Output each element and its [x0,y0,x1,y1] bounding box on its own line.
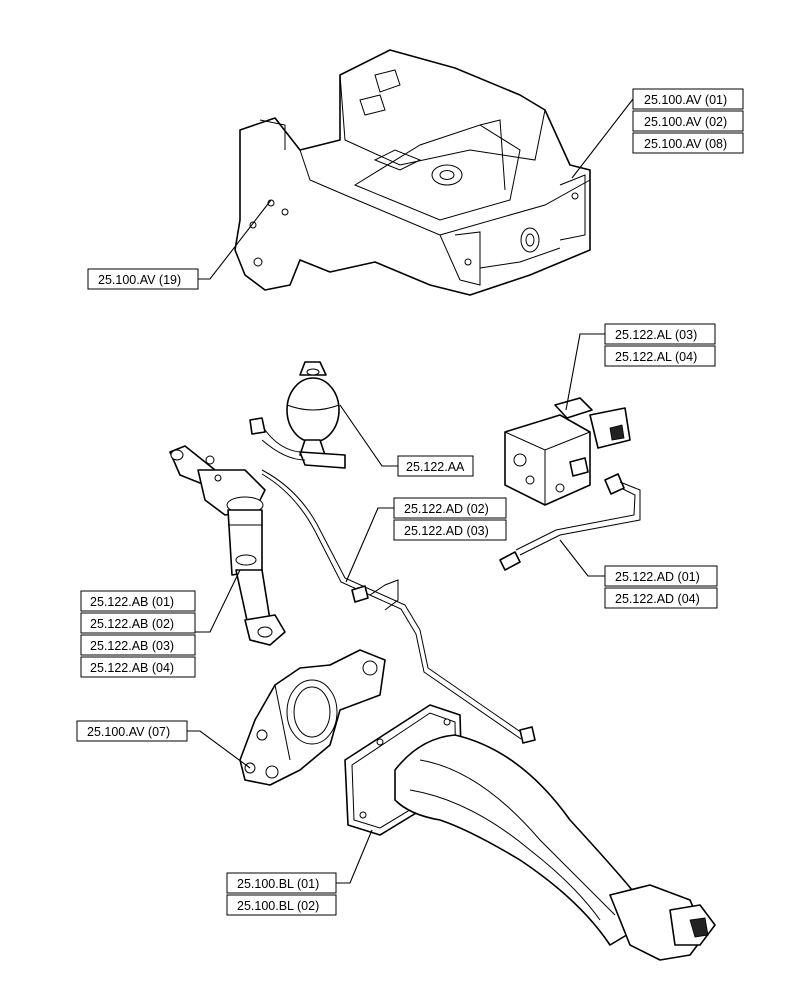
callout-bracket: 25.100.AV (07) [76,720,188,742]
callout-text: 25.122.AB (04) [90,661,174,675]
callout-valve-group: 25.122.AL (03) 25.122.AL (04) [604,323,716,367]
callout-text: 25.100.AV (07) [87,725,170,739]
leader-lines [187,98,634,884]
mounting-bracket [239,649,386,786]
callout-text: 25.100.AV (01) [644,93,727,107]
callout-top-frame-group: 25.100.AV (01) 25.100.AV (02) 25.100.AV … [632,88,744,154]
callout-top-frame-left: 25.100.AV (19) [87,268,199,290]
callout-text: 25.122.AB (01) [90,595,174,609]
callout-text: 25.122.AL (03) [615,328,697,342]
suspension-cylinder [169,445,286,646]
callout-text: 25.122.AD (02) [404,502,489,516]
callout-pipe-upper-group: 25.122.AD (02) 25.122.AD (03) [393,497,507,541]
callout-accumulator: 25.122.AA [397,455,474,477]
axle-support-frame [234,49,591,296]
callout-text: 25.100.AV (19) [98,273,181,287]
callout-text: 25.122.AA [406,460,465,474]
pipe-valve [499,473,641,571]
callout-text: 25.122.AB (02) [90,617,174,631]
axle-arm [344,704,716,961]
callout-cylinder-group: 25.122.AB (01) 25.122.AB (02) 25.122.AB … [80,590,196,678]
callout-text: 25.122.AD (01) [615,570,700,584]
callout-text: 25.122.AD (03) [404,524,489,538]
callout-text: 25.100.AV (08) [644,137,727,151]
callout-axle-arm-group: 25.100.BL (01) 25.100.BL (02) [226,872,337,916]
pipe-long [261,469,536,744]
callout-text: 25.100.BL (01) [237,877,319,891]
callout-pipe-right-group: 25.122.AD (01) 25.122.AD (04) [604,565,718,609]
valve-block [504,397,631,506]
callout-text: 25.100.BL (02) [237,899,319,913]
callout-text: 25.122.AB (03) [90,639,174,653]
accumulator [249,361,346,469]
callout-text: 25.122.AL (04) [615,350,697,364]
callout-text: 25.122.AD (04) [615,592,700,606]
callout-text: 25.100.AV (02) [644,115,727,129]
